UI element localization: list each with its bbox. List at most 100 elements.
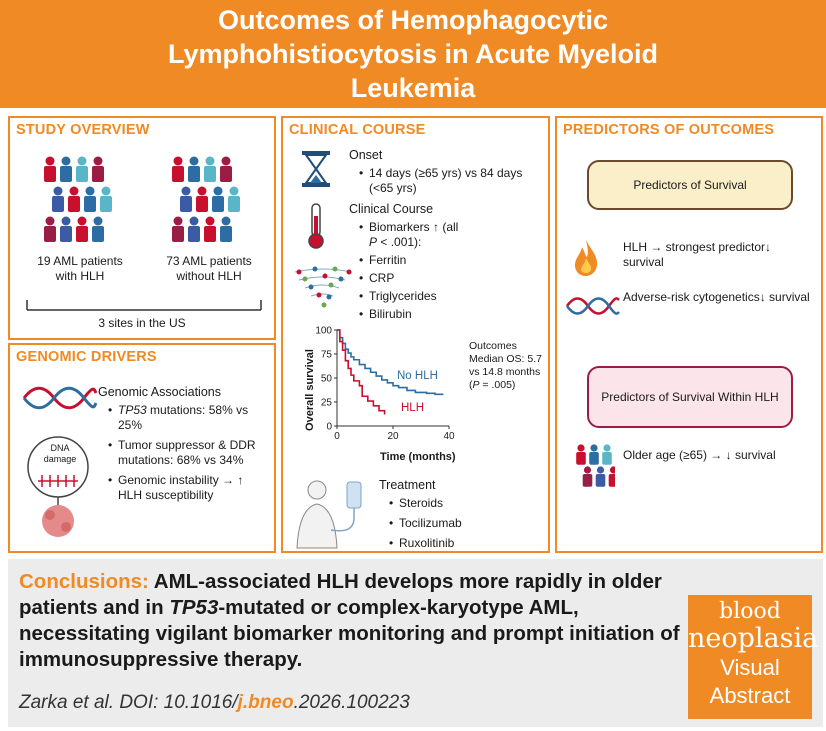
course-heading: Clinical Course	[349, 202, 434, 216]
y-tick-label: 0	[326, 422, 332, 433]
citation[interactable]: Zarka et al. DOI: 10.1016/j.bneo.2026.10…	[19, 692, 410, 714]
citation-prefix: Zarka et al. DOI: 10.1016/	[19, 692, 238, 713]
person-figure	[220, 156, 232, 182]
series-line-no-hlh	[337, 329, 444, 396]
person-figure	[212, 186, 224, 212]
person-figure	[76, 156, 88, 182]
genomic-heading: Genomic Associations	[98, 385, 221, 399]
person-figure	[44, 156, 56, 182]
hlh-patients-icon	[44, 156, 112, 242]
conclusions-gene: TP53	[169, 596, 219, 619]
outcomes-pvalue: (P = .005)	[469, 379, 516, 391]
dna-helix-icon-2	[565, 297, 620, 315]
outcomes-heading: Outcomes	[469, 340, 517, 352]
person-figure	[44, 216, 56, 242]
legend-hlh: HLH	[401, 402, 425, 414]
logo-line-3: Visual	[720, 655, 780, 680]
group-hlh-label: 19 AML patients with HLH	[37, 254, 123, 283]
sites-bracket	[26, 300, 262, 311]
person-figure	[60, 216, 72, 242]
person-figure	[204, 216, 216, 242]
hourglass-icon	[302, 151, 330, 187]
triglycerides-item: Triglycerides	[359, 289, 539, 304]
blood-neoplasia-logo: blood neoplasia Visual Abstract	[688, 595, 819, 719]
onset-list: 14 days (≥65 yrs) vs 84 days (<65 yrs)	[359, 166, 539, 196]
sites-label: 3 sites in the US	[98, 316, 186, 330]
logo-line-4: Abstract	[709, 683, 791, 708]
person-figure	[180, 186, 192, 212]
person-figure	[595, 466, 606, 487]
logo-line-1: blood	[719, 599, 781, 624]
person-figure	[228, 186, 240, 212]
person-figure	[60, 156, 72, 182]
dna-damage-label: DNA damage	[43, 443, 77, 464]
person-figure	[92, 156, 104, 182]
conclusions-label: Conclusions:	[19, 570, 149, 593]
person-figure	[576, 444, 586, 465]
chart-ylabel: Overall survival	[303, 349, 316, 431]
predictors-title: PREDICTORS OF OUTCOMES	[563, 122, 775, 138]
person-figure	[76, 216, 88, 242]
no-hlh-patients-icon	[172, 156, 240, 242]
chart-xlabel: Time (months)	[380, 451, 456, 463]
y-tick-label: 50	[321, 374, 333, 385]
study-overview-panel: STUDY OVERVIEW 19 AML patients with HLH …	[8, 116, 276, 340]
patient-iv-icon	[296, 480, 362, 549]
x-tick-label: 40	[443, 431, 455, 442]
person-figure	[220, 216, 232, 242]
clinical-course-panel: CLINICAL COURSE Onset 14 days (≥65 yrs) …	[281, 116, 550, 553]
person-figure	[172, 156, 184, 182]
treatment-tocilizumab: Tocilizumab	[389, 516, 529, 531]
x-tick-label: 20	[387, 431, 399, 442]
outcomes-summary: Outcomes Median OS: 5.7 vs 14.8 months (…	[469, 340, 548, 392]
survival-predictors-box: Predictors of Survival	[587, 160, 793, 210]
treatment-ruxolitinib: Ruxolitinib	[389, 536, 529, 551]
person-figure	[172, 216, 184, 242]
study-overview-title: STUDY OVERVIEW	[16, 122, 150, 138]
page-title: Outcomes of Hemophagocytic Lymphohistioc…	[167, 5, 659, 103]
outcomes-vs: vs 14.8 months	[469, 366, 541, 378]
outcomes-median: Median OS: 5.7	[469, 353, 542, 365]
genomic-item-instability: Genomic instability → ↑ HLH susceptibili…	[108, 473, 268, 503]
logo-line-2: neoplasia	[688, 623, 819, 654]
treatment-list: Steroids Tocilizumab Ruxolitinib	[389, 496, 529, 551]
age-predictor-text: Older age (≥65) → ↓ survival	[623, 448, 776, 462]
person-figure	[188, 216, 200, 242]
series-line-hlh	[337, 329, 386, 415]
y-tick-label: 25	[321, 398, 333, 409]
treatment-steroids: Steroids	[389, 496, 529, 511]
genomic-list: TP53 mutations: 58% vs 25% Tumor suppres…	[108, 403, 268, 503]
genomic-item-ddr: Tumor suppressor & DDR mutations: 68% vs…	[108, 438, 268, 468]
thermometer-icon	[308, 203, 324, 249]
predictors-panel: PREDICTORS OF OUTCOMES Predictors of Sur…	[555, 116, 823, 553]
cytokine-storm-icon	[294, 266, 352, 308]
onset-heading: Onset	[349, 148, 383, 162]
flame-icon	[575, 240, 598, 276]
ferritin-item: Ferritin	[359, 253, 539, 268]
dna-damage-icon	[27, 436, 89, 537]
person-figure	[589, 444, 599, 465]
person-figure	[204, 156, 216, 182]
bilirubin-item: Bilirubin	[359, 307, 539, 322]
group-no-hlh-label: 73 AML patients without HLH	[166, 254, 252, 283]
conclusions-part-a: AML-associated HLH develops more rapidly…	[19, 570, 662, 619]
citation-suffix: .2026.100223	[293, 692, 410, 713]
person-figure	[196, 186, 208, 212]
person-figure	[582, 466, 593, 487]
conclusions-text: Conclusions: AML-associated HLH develops…	[19, 569, 689, 673]
conclusions-part-b: -mutated or complex-karyotype AML, neces…	[19, 596, 680, 671]
hlh-survival-predictors-box: Predictors of Survival Within HLH	[587, 366, 793, 428]
person-figure	[52, 186, 64, 212]
person-figure	[602, 444, 612, 465]
cytogenetics-predictor-text: Adverse-risk cytogenetics↓ survival	[623, 290, 810, 304]
onset-item: 14 days (≥65 yrs) vs 84 days (<65 yrs)	[359, 166, 539, 196]
dna-helix-icon	[22, 386, 98, 410]
person-figure	[84, 186, 96, 212]
genomic-drivers-panel: GENOMIC DRIVERS Genomic Associations TP5…	[8, 343, 276, 553]
person-figure	[608, 466, 615, 487]
crp-item: CRP	[359, 271, 539, 286]
header-banner: Outcomes of Hemophagocytic Lymphohistioc…	[0, 0, 826, 108]
